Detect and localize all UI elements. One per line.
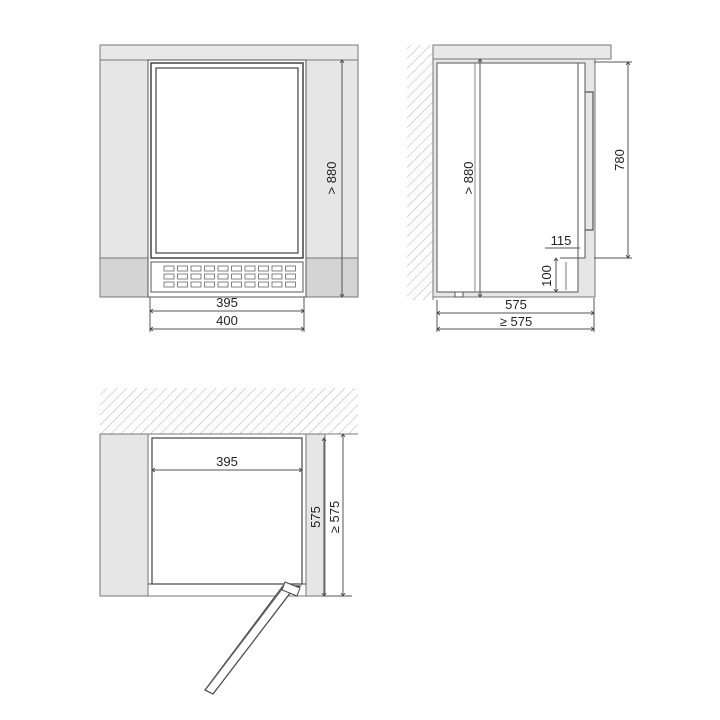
front-view: > 880 395 400	[99, 44, 359, 332]
door-height-label: 780	[612, 149, 627, 171]
top-width-label: 395	[216, 454, 238, 469]
door-handle	[585, 91, 594, 231]
grille-slot	[231, 265, 242, 272]
door-side-edge	[577, 62, 586, 259]
front-outer-width-label: 400	[216, 313, 238, 328]
side-height-label: > 880	[461, 162, 476, 195]
side-wall	[407, 45, 433, 300]
side-view: 780 > 880 115 100 575 ≥ 575	[407, 44, 632, 332]
door-glass	[155, 67, 299, 254]
grille-slot	[190, 273, 202, 280]
grille-slot	[177, 265, 188, 272]
grille-slot	[258, 273, 269, 280]
grille-slot	[231, 281, 242, 288]
grille-slot	[204, 281, 215, 288]
top-left-cabinet	[99, 433, 149, 597]
grille-slot	[285, 265, 296, 272]
grille-slot	[177, 273, 188, 280]
grille-slot	[258, 265, 269, 272]
plinth-bracket	[560, 257, 579, 293]
grille-slot	[271, 273, 283, 280]
grille-slot	[271, 281, 283, 288]
countertop	[99, 44, 359, 61]
grille-slot	[285, 273, 296, 280]
grille-slot	[163, 273, 175, 280]
door-panel	[204, 585, 302, 695]
grille-slot	[190, 265, 202, 272]
grille-slot	[271, 265, 283, 272]
appliance-top-body	[151, 437, 303, 585]
grille-slot	[190, 281, 202, 288]
grille-slot	[163, 265, 175, 272]
top-depth-label: 575	[308, 506, 323, 528]
open-door	[204, 581, 302, 695]
grille-slot	[285, 281, 296, 288]
grille-slot	[177, 281, 188, 288]
grille-slot	[244, 265, 256, 272]
grille-slot	[244, 273, 256, 280]
side-depth-label: 575	[505, 297, 527, 312]
grille-slot	[204, 265, 215, 272]
side-countertop	[432, 44, 612, 60]
side-min-depth-label: ≥ 575	[500, 314, 532, 329]
front-height-label: > 880	[324, 162, 339, 195]
top-view: 395 575 ≥ 575	[99, 388, 358, 695]
rear-foot	[454, 291, 464, 298]
grille-slot	[217, 273, 229, 280]
plinth-height-label: 100	[539, 265, 554, 287]
right-plinth	[305, 257, 359, 298]
top-min-depth-label: ≥ 575	[327, 501, 342, 533]
plinth-depth-label: 115	[551, 233, 572, 248]
door-inner-line	[206, 587, 284, 689]
top-wall	[100, 388, 358, 434]
grille-slot	[231, 273, 242, 280]
grille-slot	[244, 281, 256, 288]
grille-slot	[204, 273, 215, 280]
front-inner-width-label: 395	[216, 295, 238, 310]
grille-slot	[217, 281, 229, 288]
grille-slot	[217, 265, 229, 272]
grille-slots	[163, 265, 296, 288]
grille-slot	[258, 281, 269, 288]
appliance-side-body	[436, 62, 579, 293]
left-plinth	[99, 257, 149, 298]
door-hinge	[281, 581, 301, 597]
grille-slot	[163, 281, 175, 288]
